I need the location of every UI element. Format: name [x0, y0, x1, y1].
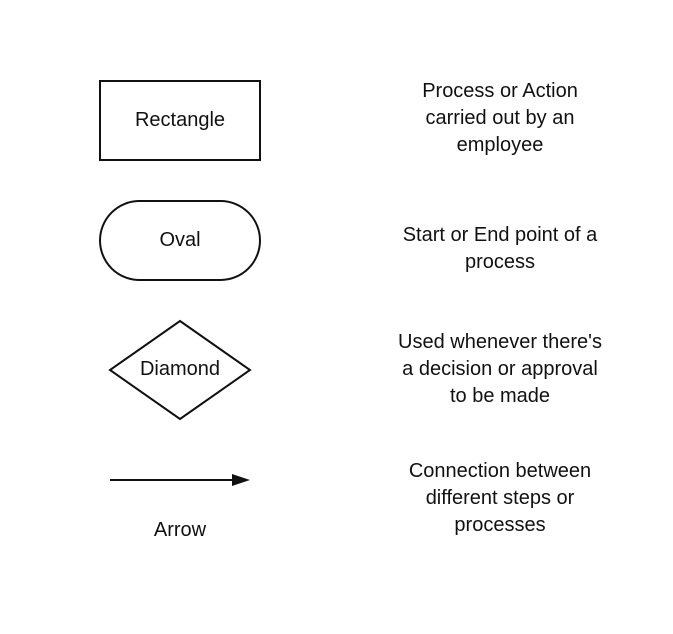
arrowhead-icon: [232, 474, 250, 486]
description-line: processes: [454, 514, 546, 536]
diamond-shape: [108, 319, 252, 421]
description-line: process: [464, 251, 536, 273]
description-line: Used whenever there's: [398, 331, 602, 353]
diamond-label: Diamond: [140, 358, 220, 380]
legend-row-rectangle: Rectangle: [99, 80, 261, 161]
arrow-label: Arrow: [154, 519, 207, 541]
description-line: Process or Action: [422, 80, 578, 102]
description-line: Connection between: [408, 460, 592, 482]
rectangle-label: Rectangle: [135, 109, 225, 131]
legend-row-diamond: Diamond: [108, 319, 252, 421]
arrow-description: Connection between different steps or pr…: [370, 458, 630, 539]
rectangle-description: Process or Action carried out by an empl…: [370, 78, 630, 159]
description-line: to be made: [449, 385, 551, 407]
description-line: Start or End point of a: [402, 224, 598, 246]
description-line: a decision or approval: [402, 358, 598, 380]
rectangle-shape: [99, 80, 261, 161]
legend-row-oval: Oval: [99, 200, 261, 281]
oval-label: Oval: [159, 229, 200, 251]
legend-row-arrow: Arrow: [110, 474, 250, 541]
diamond-description: Used whenever there's a decision or appr…: [370, 329, 630, 410]
description-line: different steps or: [425, 487, 575, 509]
oval-description: Start or End point of a process: [370, 222, 630, 276]
description-line: employee: [456, 134, 544, 156]
description-line: carried out by an: [425, 107, 575, 129]
oval-shape: [99, 200, 261, 281]
